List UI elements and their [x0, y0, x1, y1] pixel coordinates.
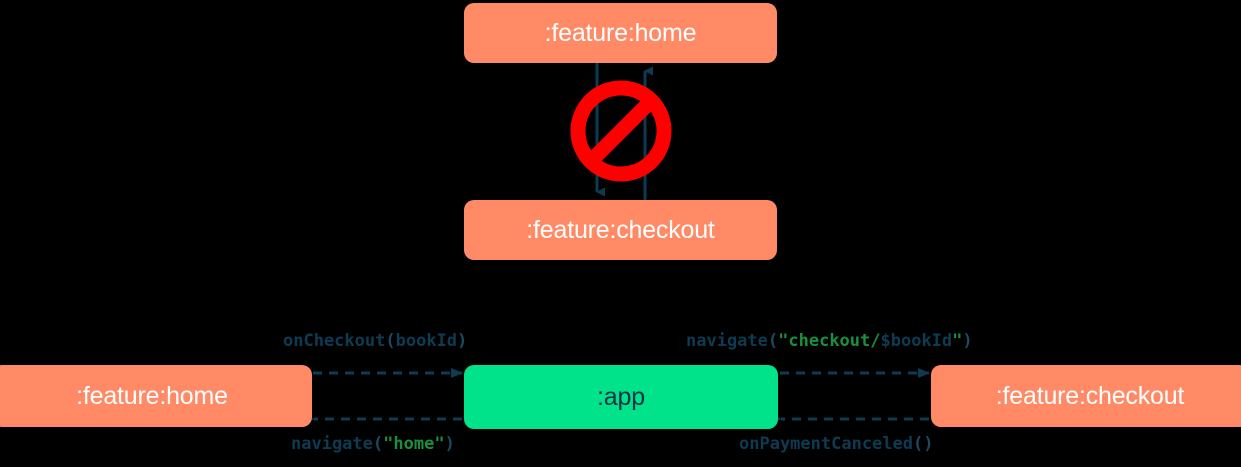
code-token: bookId: [395, 331, 458, 351]
edge-label-oncheckout: onCheckout(bookId): [283, 331, 467, 351]
code-token: navigate: [686, 331, 768, 351]
code-token: onPaymentCanceled: [739, 434, 913, 454]
code-token: "home": [383, 434, 445, 454]
code-token: ): [457, 331, 468, 351]
code-token: "checkout/: [778, 331, 881, 351]
code-token: navigate: [291, 434, 373, 454]
edge-label-onpaymentcanceled: onPaymentCanceled(): [739, 434, 933, 454]
code-token: ): [962, 331, 973, 351]
node-label: :feature:checkout: [526, 215, 715, 244]
forbidden-icon: [570, 80, 672, 182]
code-token: onCheckout: [283, 331, 386, 351]
node-bottom-feature-checkout[interactable]: :feature:checkout: [931, 365, 1241, 427]
node-top-feature-checkout[interactable]: :feature:checkout: [464, 200, 777, 260]
code-token: ): [444, 434, 455, 454]
code-token: (: [767, 331, 779, 351]
code-token: (): [913, 434, 934, 454]
node-top-feature-home[interactable]: :feature:home: [464, 3, 777, 63]
node-label: :app: [597, 382, 645, 411]
code-token: (: [372, 434, 384, 454]
node-label: :feature:checkout: [995, 381, 1185, 410]
edge-label-navigate-home: navigate("home"): [291, 434, 455, 454]
code-token: ": [952, 331, 963, 351]
node-label: :feature:home: [76, 381, 228, 410]
code-token: $bookId: [880, 331, 953, 351]
code-token: (: [385, 331, 396, 351]
edge-label-navigate-checkout: navigate("checkout/$bookId"): [686, 331, 973, 351]
node-bottom-feature-home[interactable]: :feature:home: [0, 365, 312, 427]
node-bottom-app[interactable]: :app: [464, 365, 778, 429]
node-label: :feature:home: [544, 18, 697, 47]
